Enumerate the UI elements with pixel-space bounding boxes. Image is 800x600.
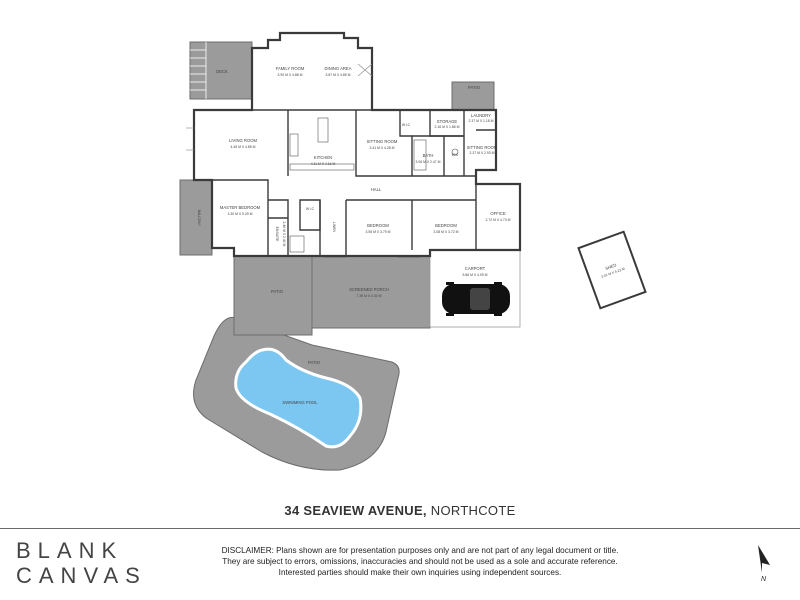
car-icon	[442, 282, 510, 316]
shed-label: SHED	[604, 262, 617, 271]
disclaimer-line-2: They are subject to errors, omissions, i…	[222, 557, 618, 566]
kitchen-dims: 4.11 M X 4.16 M	[311, 162, 336, 166]
screened-porch-dims: 7.39 M X 4.30 M	[357, 294, 382, 298]
balcony-area	[179, 179, 213, 256]
north-arrow-icon: N	[758, 545, 770, 583]
ensuite-dims: 2.46 M X 2.40 M	[282, 222, 286, 247]
dining-area-dims: 3.87 M X 4.85 M	[326, 73, 351, 77]
office-dims: 2.72 M X 4.73 M	[486, 218, 511, 222]
storage-label: STORAGE	[437, 119, 458, 124]
family-room-dims: 3.90 M X 4.88 M	[278, 73, 303, 77]
interior-walls	[212, 109, 496, 256]
shed	[577, 230, 647, 310]
office-label: OFFICE	[490, 211, 506, 216]
deck-stairs	[190, 42, 207, 99]
screened-porch-label: SCREENED PORCH	[349, 287, 389, 292]
disclaimer-line-3: Interested parties should make their own…	[278, 568, 562, 577]
property-address: 34 SEAVIEW AVENUE, NORTHCOTE	[0, 503, 800, 518]
family-room-label: FAMILY ROOM	[276, 66, 305, 71]
carport-dims: 5.86 M X 4.09 M	[463, 273, 488, 277]
bedroom-1-dims: 3.55 M X 3.79 M	[366, 230, 391, 234]
master-bedroom-label: MASTER BEDROOM	[220, 205, 261, 210]
patio-bottom-area	[233, 254, 313, 336]
address-street: 34 SEAVIEW AVENUE,	[284, 503, 427, 518]
laundry-dims: 2.37 M X 1.18 M	[469, 119, 494, 123]
balcony-label: BALCONY	[197, 210, 201, 227]
carport-label: CARPORT	[465, 266, 486, 271]
deck-area	[189, 41, 253, 100]
hall-label: HALL	[371, 187, 382, 192]
disclaimer: DISCLAIMER: Plans shown are for presenta…	[180, 545, 660, 578]
address-suburb: NORTHCOTE	[430, 503, 516, 518]
brand-line-1: BLANK	[16, 538, 124, 563]
linen-label: LINEN	[332, 222, 336, 233]
sitting-room-1-label: SITTING ROOM	[367, 139, 398, 144]
deck-label: DECK	[216, 69, 228, 74]
wic-2-label: W.I.C	[306, 207, 315, 211]
bath-label: BATH	[423, 153, 434, 158]
wc-label: W/C	[452, 153, 459, 157]
bedroom-2-dims: 3.08 M X 3.72 M	[434, 230, 459, 234]
footer-divider	[0, 528, 800, 529]
kitchen-label: KITCHEN	[314, 155, 332, 160]
dining-area-label: DINING AREA	[325, 66, 352, 71]
bath-fixtures	[289, 139, 459, 253]
sitting-room-2-dims: 2.37 M X 2.93 M	[470, 151, 495, 155]
storage-dims: 2.16 M X 1.86 M	[435, 125, 460, 129]
brand-logo: BLANK CANVAS	[16, 538, 146, 588]
living-room-dims: 4.45 M X 4.85 M	[231, 145, 256, 149]
bedroom-2-label: BEDROOM	[435, 223, 457, 228]
sitting-room-2-label: SITTING ROOM	[467, 145, 498, 150]
kitchen-fixtures	[289, 117, 355, 171]
wic-label: W.I.C	[402, 123, 411, 127]
brand-line-2: CANVAS	[16, 563, 147, 588]
screened-porch-area	[311, 254, 431, 329]
patio-top-area	[451, 81, 495, 111]
bedroom-1-label: BEDROOM	[367, 223, 389, 228]
bath-dims: 3.06 M X 2.47 M	[416, 160, 441, 164]
swimming-pool-label: SWIMMING POOL	[282, 400, 318, 405]
patio-bottom-label: PATIO	[271, 289, 284, 294]
master-bedroom-dims: 3.30 M X 5.29 M	[228, 212, 253, 216]
disclaimer-line-1: DISCLAIMER: Plans shown are for presenta…	[221, 546, 619, 555]
pool-patio-label: PATIO	[308, 360, 321, 365]
floor-plan: DECK FAMILY ROOM 3.90 M X 4.88 M DINING …	[179, 31, 647, 471]
sitting-room-1-dims: 3.41 M X 4.28 M	[370, 146, 395, 150]
patio-top-label: PATIO	[468, 85, 481, 90]
ensuite-label: ENSUITE	[275, 227, 279, 242]
swimming-pool	[234, 347, 363, 449]
laundry-label: LAUNDRY	[471, 113, 491, 118]
north-label: N	[761, 576, 767, 583]
room-labels: DECK FAMILY ROOM 3.90 M X 4.88 M DINING …	[197, 66, 626, 405]
living-room-label: LIVING ROOM	[229, 138, 257, 143]
